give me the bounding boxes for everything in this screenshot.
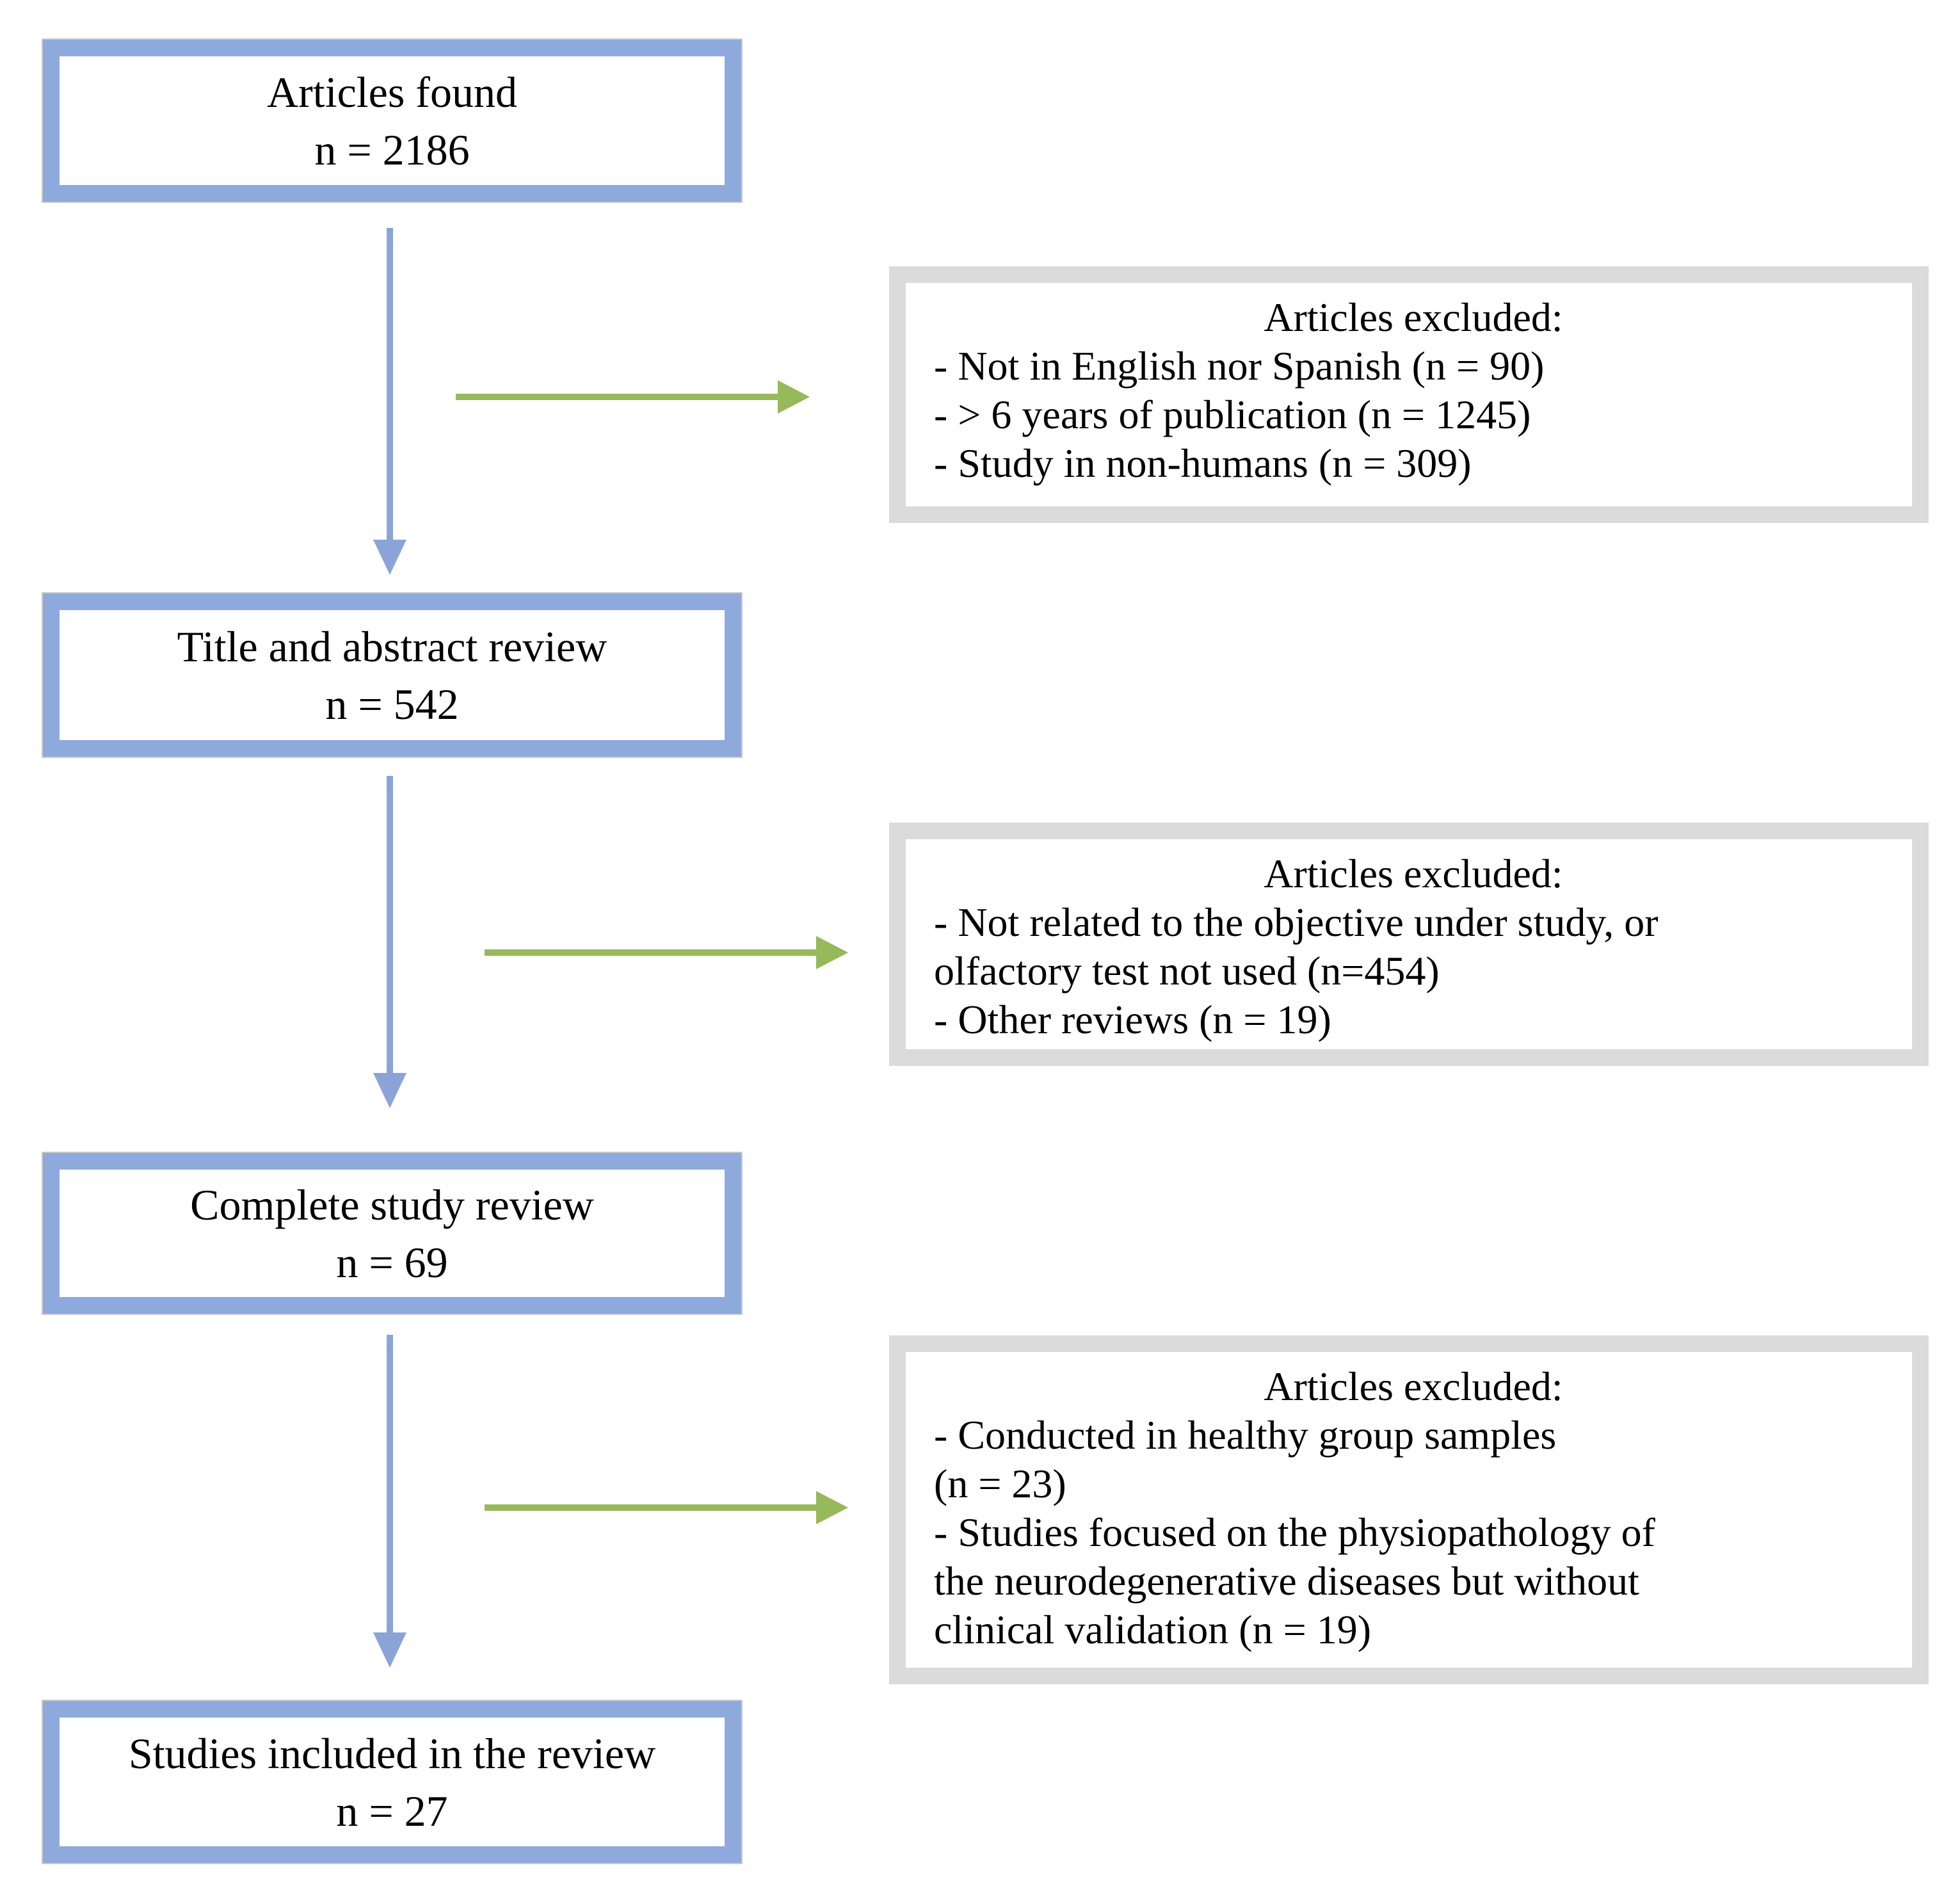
stage-box-articles-found: Articles found n = 2186 (43, 40, 741, 202)
flow-arrow-right-2-head (816, 936, 848, 969)
exclusion-item: - Study in non-humans (n = 309) (934, 440, 1472, 486)
exclusion-item: - Not related to the objective under stu… (934, 899, 1659, 945)
exclusion-item: - Conducted in healthy group samples (934, 1412, 1557, 1458)
exclusion-box-3: Articles excluded: - Conducted in health… (889, 1335, 1929, 1684)
flow-arrow-down-3-head (373, 1632, 406, 1668)
flow-arrow-down-2-head (373, 1073, 406, 1108)
exclusion-heading: Articles excluded: (1264, 294, 1563, 340)
exclusion-item: - Other reviews (n = 19) (934, 997, 1331, 1042)
stage-count: n = 2186 (314, 125, 470, 174)
flow-arrow-down-1-head (373, 540, 406, 575)
flow-arrow-right-3-head (816, 1491, 848, 1524)
exclusion-heading: Articles excluded: (1264, 851, 1563, 896)
flow-arrow-right-1-line (456, 394, 778, 400)
exclusion-item: olfactory test not used (n=454) (934, 948, 1440, 994)
flow-arrow-down-1-line (387, 228, 393, 540)
exclusion-heading: Articles excluded: (1264, 1364, 1563, 1409)
stage-box-title-abstract-review: Title and abstract review n = 542 (43, 593, 741, 757)
flow-arrow-right-1-head (778, 380, 810, 414)
stage-label: Articles found (267, 67, 517, 117)
exclusion-item: - Not in English nor Spanish (n = 90) (934, 343, 1545, 389)
stage-label: Studies included in the review (128, 1728, 656, 1778)
exclusion-item: (n = 23) (934, 1461, 1066, 1506)
exclusion-item: clinical validation (n = 19) (934, 1607, 1371, 1652)
stage-box-studies-included: Studies included in the review n = 27 (43, 1701, 741, 1863)
stage-box-complete-study-review: Complete study review n = 69 (43, 1153, 741, 1314)
flow-arrow-right-2-line (485, 949, 816, 956)
stage-count: n = 69 (336, 1237, 448, 1287)
flow-arrow-right-3-line (485, 1504, 816, 1511)
exclusion-item: - Studies focused on the physiopathology… (934, 1510, 1655, 1555)
exclusion-box-1: Articles excluded: - Not in English nor … (889, 266, 1929, 523)
exclusion-item: the neurodegenerative diseases but witho… (934, 1558, 1639, 1604)
stage-label: Title and abstract review (177, 622, 607, 671)
stage-label: Complete study review (190, 1180, 594, 1229)
stage-count: n = 27 (336, 1786, 448, 1835)
stage-count: n = 542 (325, 679, 459, 729)
flow-arrow-down-2-line (387, 776, 393, 1073)
exclusion-item: - > 6 years of publication (n = 1245) (934, 392, 1531, 437)
exclusion-box-2: Articles excluded: - Not related to the … (889, 823, 1929, 1066)
flow-arrow-down-3-line (387, 1335, 393, 1632)
